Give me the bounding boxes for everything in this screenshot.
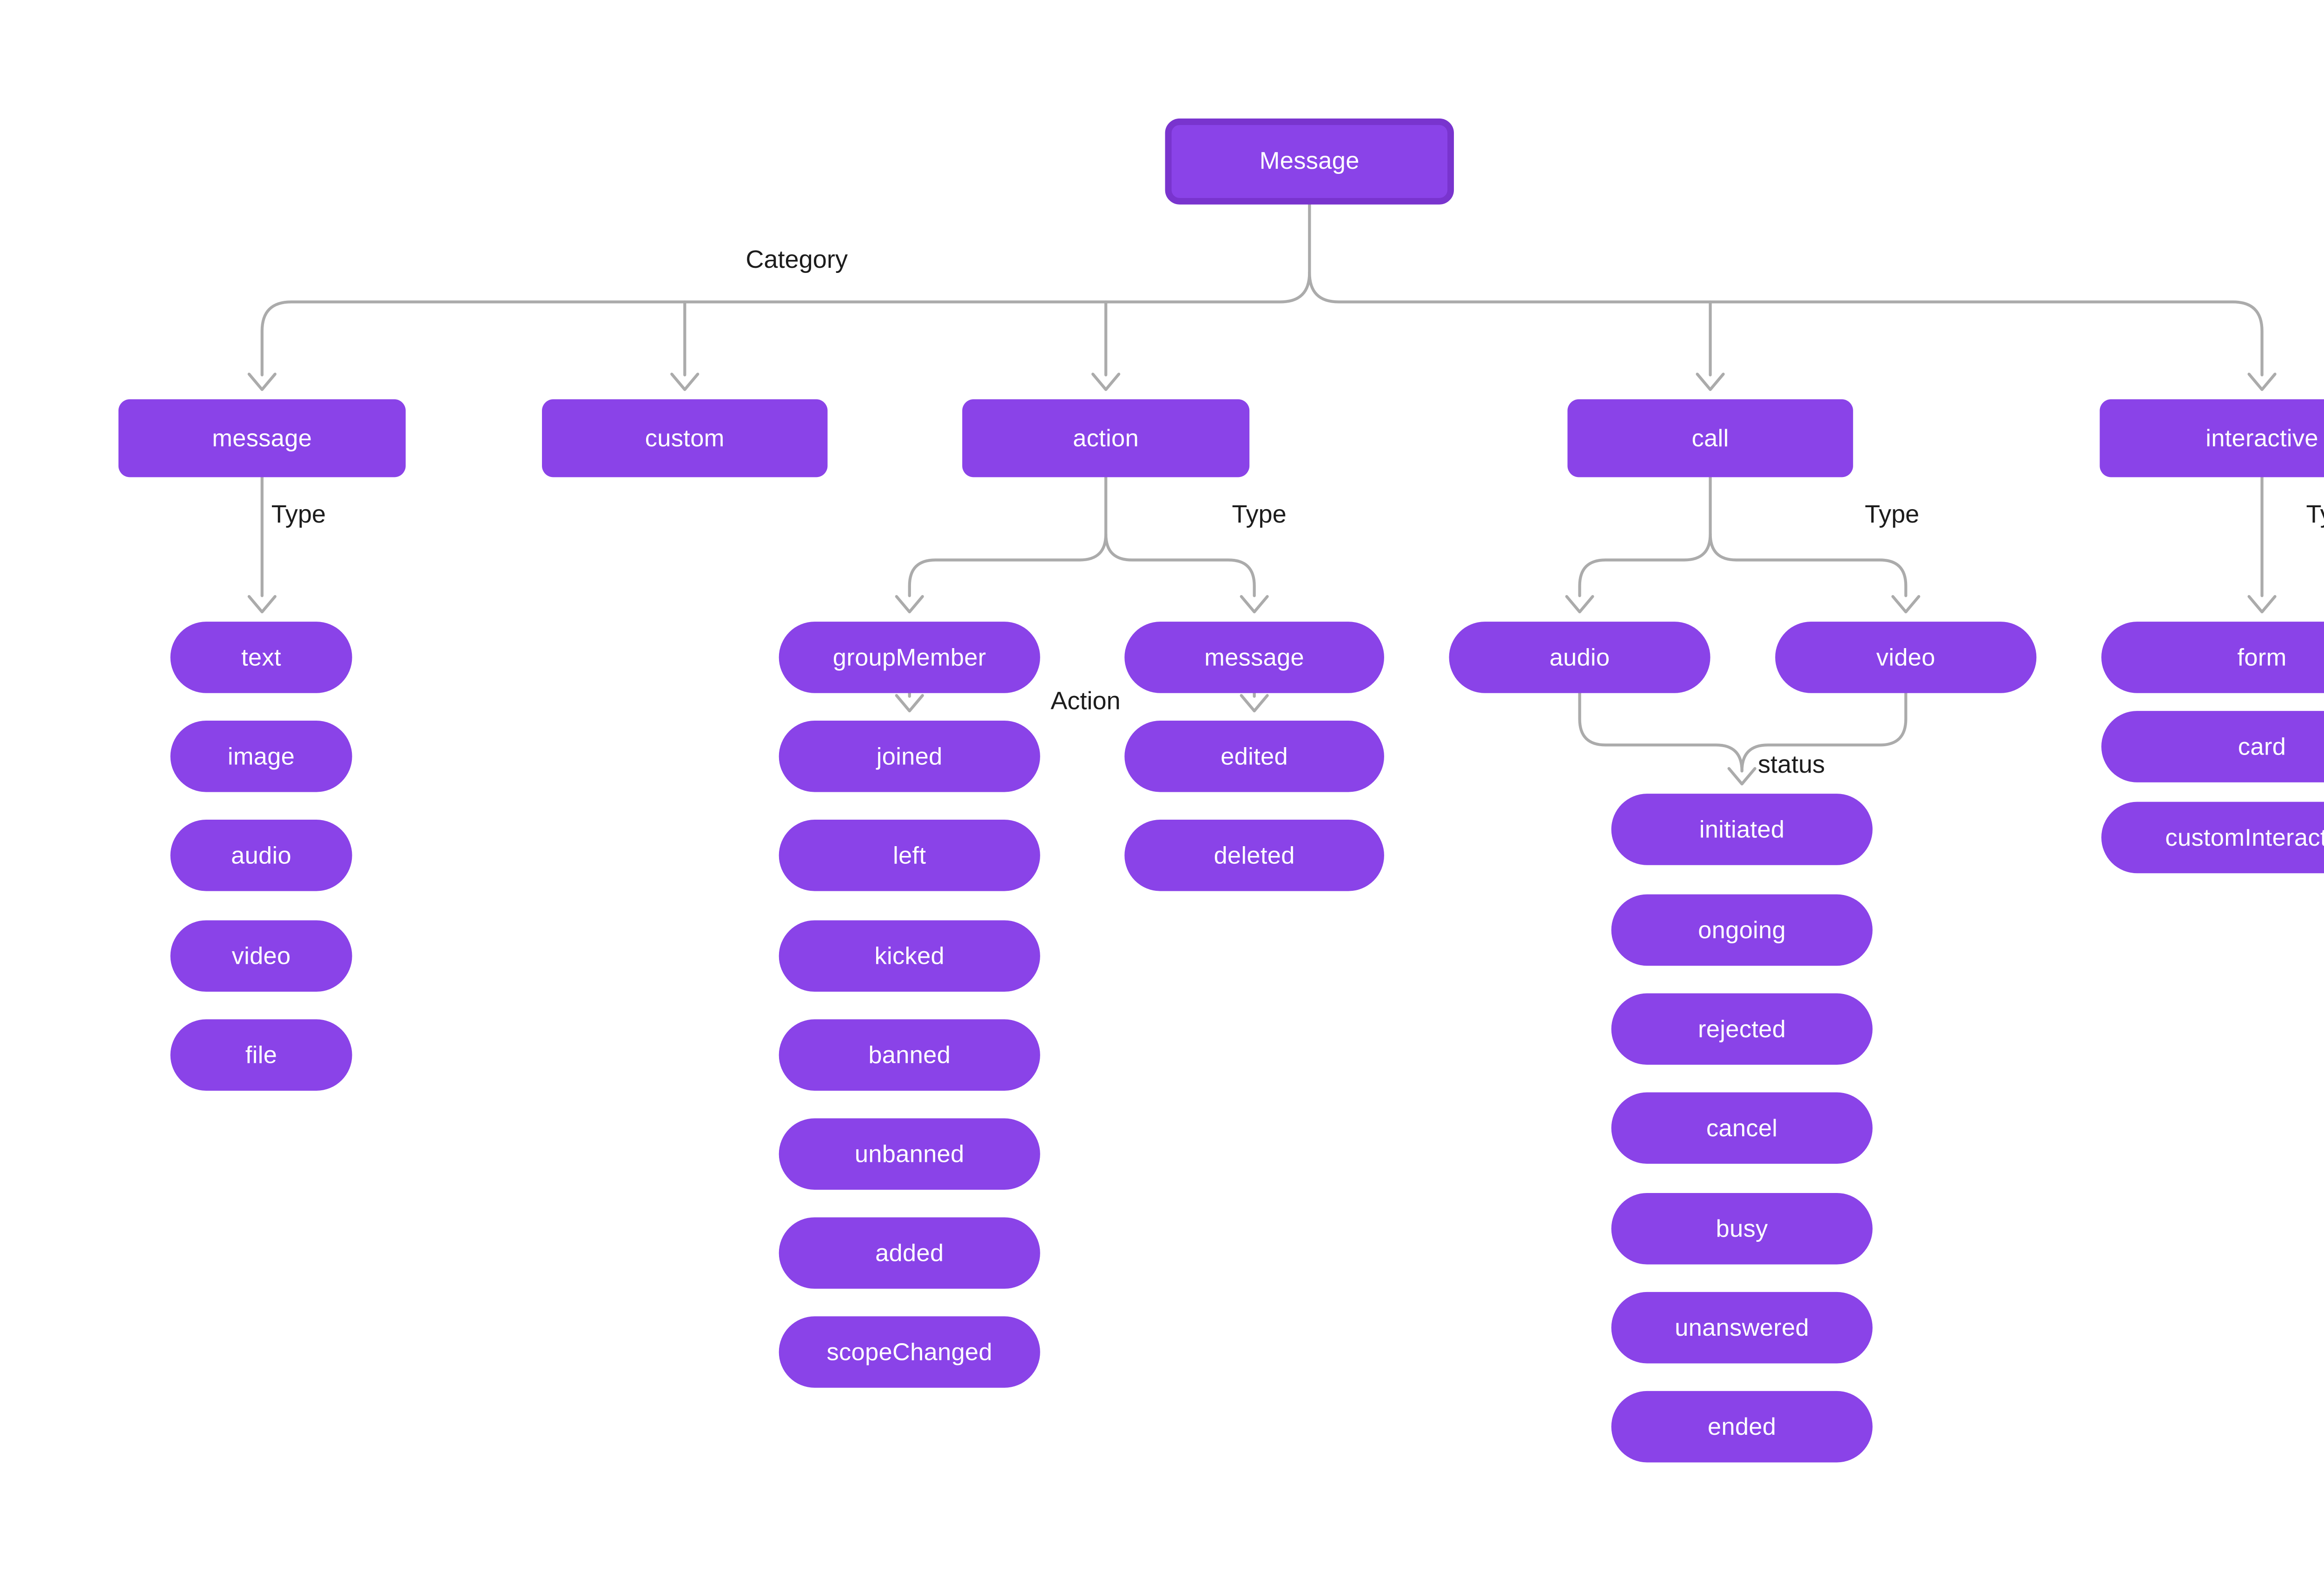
- arrowhead-groupmember: [895, 595, 924, 614]
- node-root-message: Message: [1165, 118, 1454, 205]
- arrowhead-edited: [1240, 694, 1269, 713]
- node-call-status-ended: ended: [1611, 1391, 1873, 1463]
- arrowhead-category-call: [1696, 372, 1725, 391]
- node-call-status-unanswered: unanswered: [1611, 1292, 1873, 1364]
- node-call-type-audio: audio: [1449, 622, 1710, 693]
- node-groupmember-action-unbanned: unbanned: [779, 1118, 1040, 1190]
- node-groupmember-action-scopechanged: scopeChanged: [779, 1316, 1040, 1388]
- edge-audio-to-status: [1578, 691, 1743, 773]
- arrowhead-form: [2247, 595, 2277, 614]
- arrowhead-category-interactive: [2247, 372, 2277, 391]
- node-interactive-type-custominteractive: customInteractive: [2101, 802, 2324, 874]
- edge-action-to-groupmember: [908, 476, 1108, 597]
- arrowhead-text: [247, 595, 277, 614]
- node-groupmember-action-kicked: kicked: [779, 920, 1040, 992]
- arrowhead-action-message: [1240, 595, 1269, 614]
- arrowhead-category-action: [1091, 372, 1121, 391]
- node-category-interactive: interactive: [2100, 399, 2324, 477]
- node-call-status-ongoing: ongoing: [1611, 894, 1873, 966]
- node-category-action: action: [962, 399, 1250, 477]
- node-message-action-edited: edited: [1124, 721, 1384, 792]
- node-interactive-type-card: card: [2101, 711, 2324, 782]
- edge-rail-left: [260, 271, 1311, 377]
- node-call-status-initiated: initiated: [1611, 794, 1873, 865]
- node-interactive-type-form: form: [2101, 622, 2324, 693]
- edge-action-to-message: [1104, 532, 1256, 597]
- edge-label-category: Category: [746, 246, 848, 274]
- node-call-status-rejected: rejected: [1611, 993, 1873, 1065]
- node-call-status-cancel: cancel: [1611, 1092, 1873, 1164]
- node-action-type-groupmember: groupMember: [779, 622, 1040, 693]
- node-category-call: call: [1567, 399, 1853, 477]
- node-groupmember-action-banned: banned: [779, 1019, 1040, 1091]
- edge-label-action: Action: [1050, 688, 1121, 716]
- node-groupmember-action-added: added: [779, 1217, 1040, 1289]
- arrowhead-call-video: [1891, 595, 1921, 614]
- edge-call-to-audio: [1578, 476, 1712, 597]
- arrowhead-call-audio: [1565, 595, 1594, 614]
- arrowhead-initiated: [1727, 767, 1756, 786]
- node-message-type-audio: audio: [170, 820, 352, 891]
- node-call-status-busy: busy: [1611, 1193, 1873, 1265]
- node-message-type-image: image: [170, 721, 352, 792]
- arrowhead-category-message: [247, 372, 277, 391]
- node-message-type-file: file: [170, 1019, 352, 1091]
- node-action-type-message: message: [1124, 622, 1384, 693]
- edge-label-type-message: Type: [271, 501, 326, 530]
- edge-label-status: status: [1757, 751, 1825, 779]
- edge-label-type-call: Type: [1864, 501, 1920, 530]
- node-message-type-text: text: [170, 622, 352, 693]
- arrowhead-joined: [895, 694, 924, 713]
- node-groupmember-action-left: left: [779, 820, 1040, 891]
- node-message-type-video: video: [170, 920, 352, 992]
- node-groupmember-action-joined: joined: [779, 721, 1040, 792]
- arrowhead-category-custom: [670, 372, 700, 391]
- node-message-action-deleted: deleted: [1124, 820, 1384, 891]
- edge-call-to-video: [1709, 532, 1908, 597]
- edge-label-type-interactive: Type: [2306, 501, 2324, 530]
- edge-video-to-status: [1740, 691, 1908, 773]
- edge-rail-right: [1308, 271, 2264, 377]
- node-category-message: message: [118, 399, 406, 477]
- node-category-custom: custom: [542, 399, 828, 477]
- node-call-type-video: video: [1775, 622, 2037, 693]
- edge-label-type-action: Type: [1232, 501, 1287, 530]
